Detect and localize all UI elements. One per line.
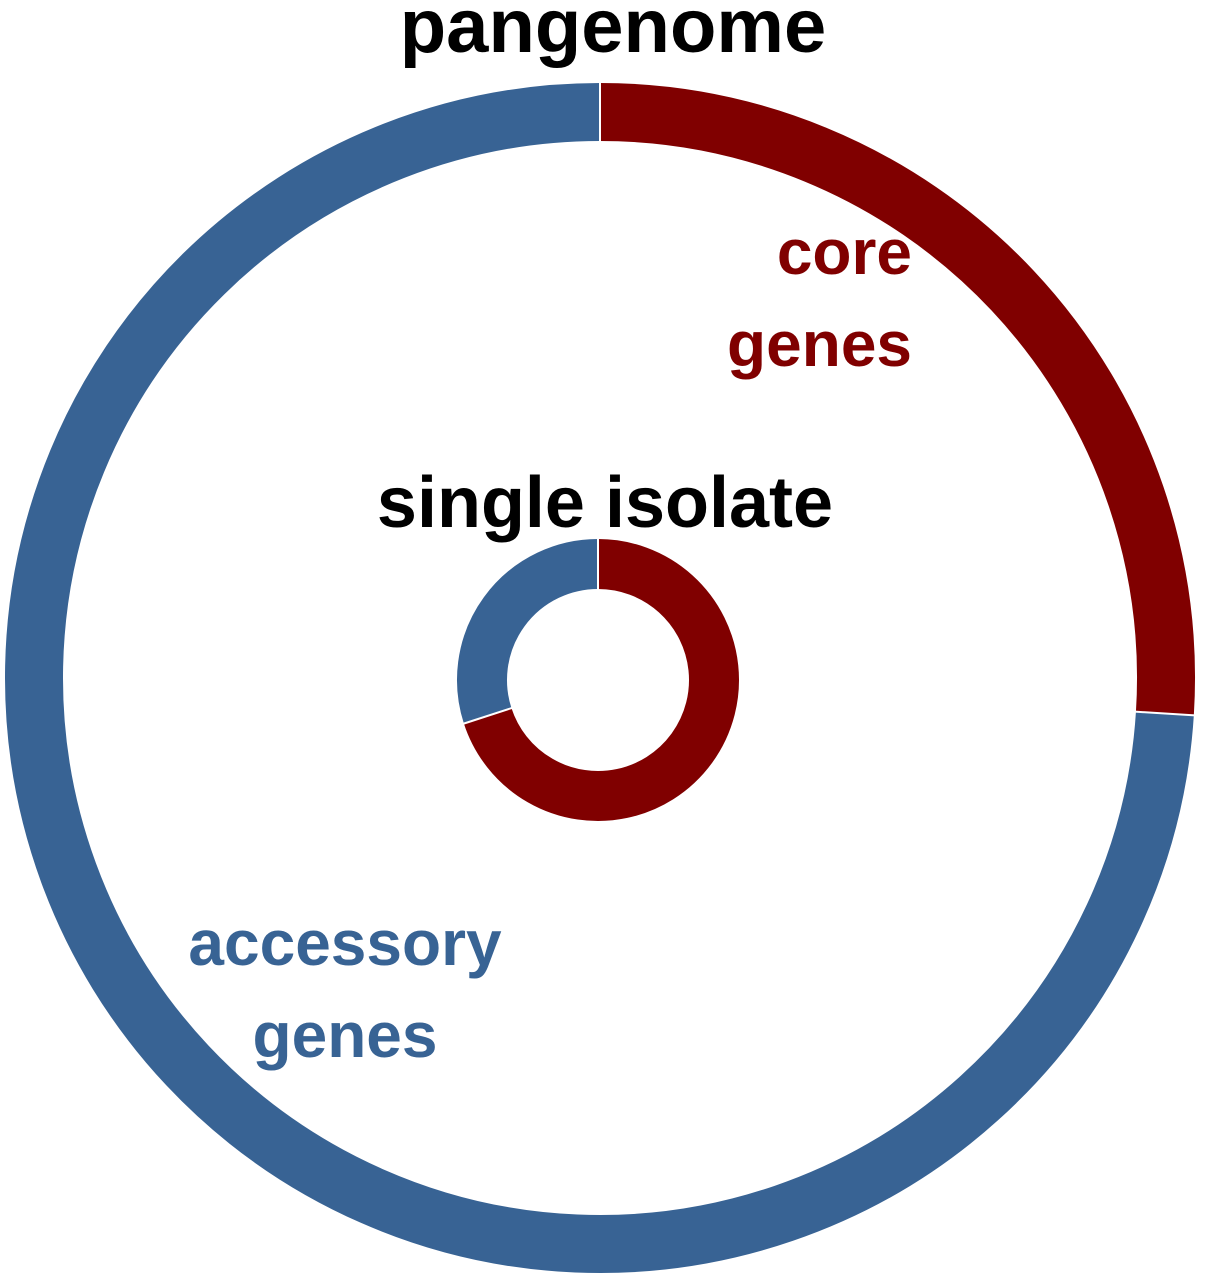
accessory-genes-label-line1: accessory	[188, 907, 502, 979]
single-isolate-segment-1	[457, 539, 599, 724]
accessory-genes-label-line2: genes	[253, 999, 438, 1071]
pangenome-separator-1	[1134, 710, 1195, 717]
core-genes-label-line1: core	[777, 216, 912, 288]
pangenome-segment-0	[599, 83, 1195, 716]
single-isolate-title: single isolate	[377, 463, 833, 543]
single-isolate-segment-0	[463, 539, 739, 821]
core-genes-label-line2: genes	[727, 308, 912, 380]
single-isolate-separator-1	[462, 706, 513, 725]
pangenome-title: pangenome	[400, 0, 827, 69]
pangenome-ring	[5, 82, 1195, 1273]
single-isolate-ring	[457, 538, 739, 821]
pangenome-segment-1	[5, 83, 1194, 1273]
